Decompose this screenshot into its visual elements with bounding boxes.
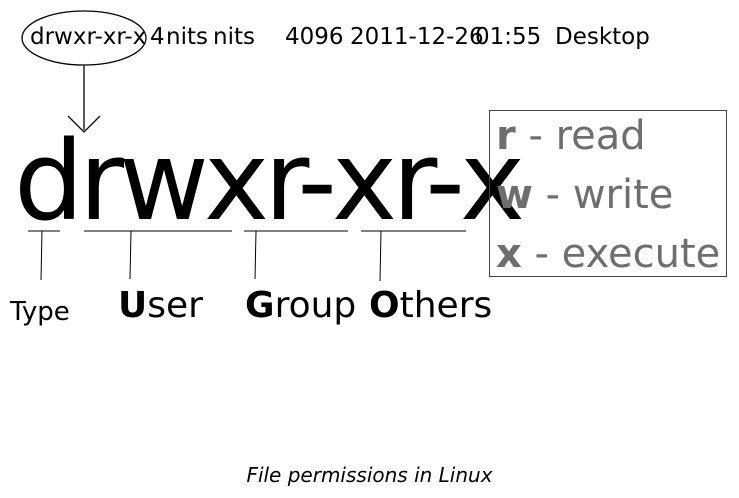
label-type: Type	[10, 288, 70, 336]
caption: File permissions in Linux	[246, 463, 493, 487]
bracket-type-stem	[40, 230, 43, 281]
label-type-text: Type	[10, 297, 70, 327]
legend-execute: x - execute	[496, 229, 720, 279]
legend-execute-text: - execute	[521, 231, 721, 277]
bracket-user-stem	[129, 230, 132, 280]
listing-group: nits	[213, 24, 255, 50]
legend-write: w - write	[496, 170, 673, 220]
legend-write-key: w	[496, 172, 533, 218]
label-others-initial: O	[369, 285, 400, 326]
arrow-head	[67, 115, 101, 133]
listing-date: 2011-12-26	[350, 24, 484, 50]
listing-time: 01:55	[475, 24, 542, 50]
legend-read-key: r	[496, 113, 516, 159]
highlight-ellipse	[21, 10, 147, 66]
permission-string: drwxr-xr-x	[14, 117, 525, 245]
label-group-rest: roup	[274, 285, 357, 326]
label-user-rest: ser	[147, 285, 203, 326]
permission-legend: r - read w - write x - execute	[489, 110, 727, 277]
bracket-others-stem	[379, 230, 382, 282]
label-others-rest: thers	[399, 285, 493, 326]
legend-read-text: - read	[515, 113, 646, 159]
listing-owner: nits	[166, 24, 208, 50]
label-group-initial: G	[245, 285, 275, 326]
listing-name: Desktop	[555, 24, 650, 50]
bracket-group-stem	[254, 230, 257, 280]
legend-write-text: - write	[532, 172, 674, 218]
legend-execute-key: x	[496, 231, 522, 277]
listing-links: 4	[150, 24, 165, 50]
listing-size: 4096	[285, 24, 344, 50]
listing-permissions: drwxr-xr-x	[30, 24, 147, 50]
label-others: Others	[369, 282, 492, 330]
label-user-initial: U	[118, 285, 148, 326]
legend-read: r - read	[496, 111, 646, 161]
label-group: Group	[245, 282, 356, 330]
label-user: User	[118, 282, 203, 330]
